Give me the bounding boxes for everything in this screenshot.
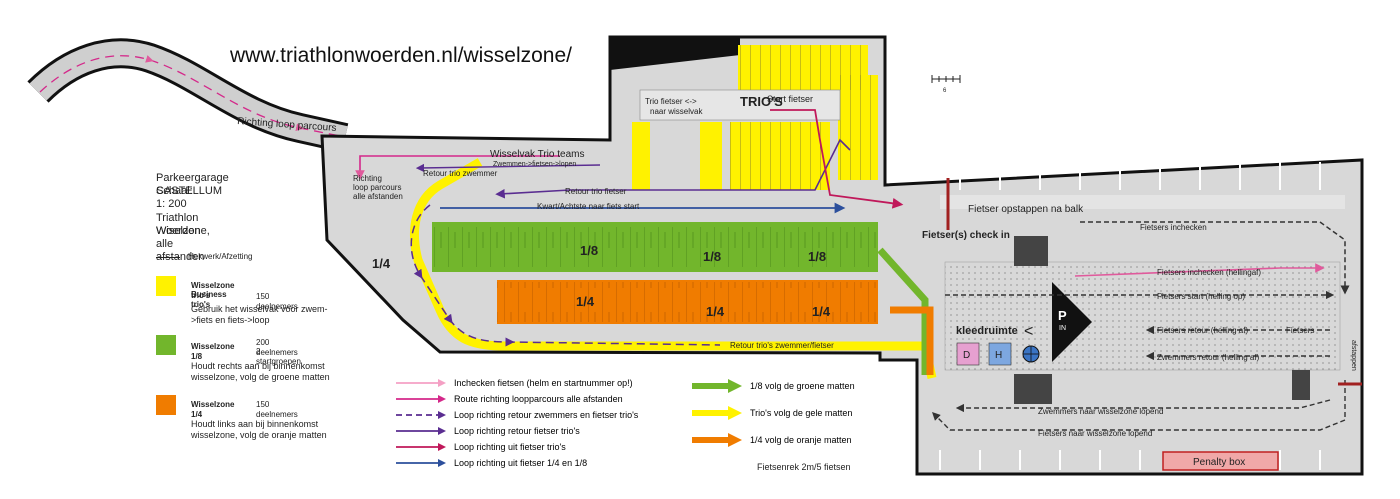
eighth-legend-count2: 2 startgroepen <box>256 347 301 366</box>
route-legend-label: Loop richting retour zwemmers en fietser… <box>454 410 639 420</box>
fietsers-inchecken-helling-label: Fietsers inchecken (hellingaf) <box>1157 268 1261 277</box>
mat-legend-arrow <box>692 433 742 447</box>
fietser-opstappen-label: Fietser opstappen na balk <box>968 204 1084 215</box>
scale-mark-label: 6 <box>943 88 947 94</box>
fietsers-naar-label: Fietsers naar wisselzone lopend <box>1038 429 1152 438</box>
wisselvak-trio-sub: Zwemmen->fietsen->lopen <box>493 161 576 168</box>
website-url[interactable]: www.triathlonwoerden.nl/wisselzone/ <box>230 44 572 67</box>
mat-legend-label: 1/8 volg de groene matten <box>750 381 855 391</box>
eighth-legend-desc: Houdt rechts aan bij binnenkomst wisselz… <box>191 361 330 382</box>
start-fietser-label: Start fietser <box>767 94 813 104</box>
route-legend-arrow <box>396 411 446 419</box>
quarter-swatch <box>156 395 176 415</box>
wisselvak-trio-label: Wisselvak Trio teams <box>490 149 584 160</box>
trio-legend-name: Wisselzone trio's <box>191 281 235 300</box>
afstappen-label: afstappen <box>1350 340 1357 371</box>
richting-loop-1: Richting <box>353 174 382 183</box>
trios-label: TRIO'S <box>740 94 783 109</box>
parking-entrance-arrow <box>1052 282 1092 362</box>
in-label: IN <box>1059 325 1066 332</box>
mat-legend-arrow <box>692 406 742 420</box>
zone-eighth-label-3: 1/8 <box>808 249 826 264</box>
zwemmers-naar-label: Zwemmers naar wisselzone lopend <box>1038 407 1163 416</box>
zone-quarter-label-1: 1/4 <box>576 294 595 309</box>
trio-fietser-label-2: naar wisselvak <box>650 107 703 116</box>
route-legend-arrow <box>396 395 446 403</box>
penalty-box <box>1162 451 1279 471</box>
d-label: D <box>963 350 970 361</box>
trio-swatch <box>156 276 176 296</box>
route-legend-arrow <box>396 459 446 467</box>
zone-quarter-side-label: 1/4 <box>372 256 391 271</box>
fietsers-inchecken-label: Fietsers inchecken <box>1140 223 1207 232</box>
rack-note: Fietsenrek 2m/5 fietsen <box>757 462 851 472</box>
fietsers-retour-label: Fietsers retour (helling af) <box>1157 326 1248 335</box>
retour-trios-label: Retour trio's zwemmer/fietser <box>730 341 834 350</box>
kleedruimte-label: kleedruimte <box>956 325 1018 337</box>
trio-legend-name2: Business trio's <box>191 290 227 309</box>
quarter-legend-name: Wisselzone 1/4 <box>191 400 235 419</box>
quarter-legend-desc: Houdt links aan bij binnenkomst wisselzo… <box>191 419 327 440</box>
fence-swatch <box>156 257 180 258</box>
penalty-box-label: Penalty box <box>1193 457 1245 468</box>
richting-loop-3: alle afstanden <box>353 192 403 201</box>
route-legend-label: Loop richting uit fietser trio's <box>454 442 566 452</box>
eighth-legend-name: Wisselzone 1/8 <box>191 342 235 361</box>
h-label: H <box>995 350 1002 361</box>
eighth-legend-count: 200 deelnemers <box>256 338 298 357</box>
richting-loop-2: loop parcours <box>353 183 401 192</box>
retour-trio-zwemmer-label: Retour trio zwemmer <box>423 169 498 178</box>
zone-quarter-label-3: 1/4 <box>812 304 831 319</box>
mat-legend-label: Trio's volg de gele matten <box>750 408 853 418</box>
zwemmers-retour-label: Zwemmers retour (helling af) <box>1157 353 1260 362</box>
event-subtitle: Wiselzone, alle afstanden <box>156 225 210 263</box>
fietser-check-in-label: Fietser(s) check in <box>922 230 1010 241</box>
zone-eighth-label-1: 1/8 <box>580 243 598 258</box>
fietsers-label: Fietsers <box>1286 326 1314 335</box>
route-legend-arrow <box>396 443 446 451</box>
quarter-legend-count: 150 deelnemers <box>256 400 298 419</box>
fietsers-start-label: Fietsers start (helling op) <box>1157 292 1245 301</box>
retour-trio-fietser-label: Retour trio fietser <box>565 187 627 196</box>
route-legend-arrow <box>396 379 446 387</box>
route-legend-arrow <box>396 427 446 435</box>
event-name: Triathlon Woerden <box>156 212 201 237</box>
trio-legend-count: 150 deelnemers <box>256 292 298 311</box>
garage-name: Parkeergarage CASTELLUM <box>156 172 229 197</box>
route-legend-label: Route richting loopparcours alle afstand… <box>454 394 623 404</box>
lt-label: < <box>1024 323 1033 340</box>
mat-legend-arrow <box>692 379 742 393</box>
fence-label: Hekwerk/Afzetting <box>188 252 253 261</box>
mat-legend-label: 1/4 volg de oranje matten <box>750 435 852 445</box>
route-legend-label: Loop richting retour fietser trio's <box>454 426 580 436</box>
scale-text: Schaal: 1: 200 <box>156 185 193 210</box>
eighth-swatch <box>156 335 176 355</box>
trio-fietser-label-1: Trio fietser <-> <box>645 97 697 106</box>
zone-eighth-label-2: 1/8 <box>703 249 721 264</box>
p-label: P <box>1058 308 1067 323</box>
route-legend-label: Inchecken fietsen (helm en startnummer o… <box>454 378 633 388</box>
route-legend-label: Loop richting uit fietser 1/4 en 1/8 <box>454 458 588 468</box>
kwart-achtste-label: Kwart/Achtste naar fiets start <box>537 202 640 211</box>
trio-legend-desc: Gebruik het wisselvak voor zwem->fiets e… <box>191 304 328 325</box>
zone-quarter-label-2: 1/4 <box>706 304 725 319</box>
